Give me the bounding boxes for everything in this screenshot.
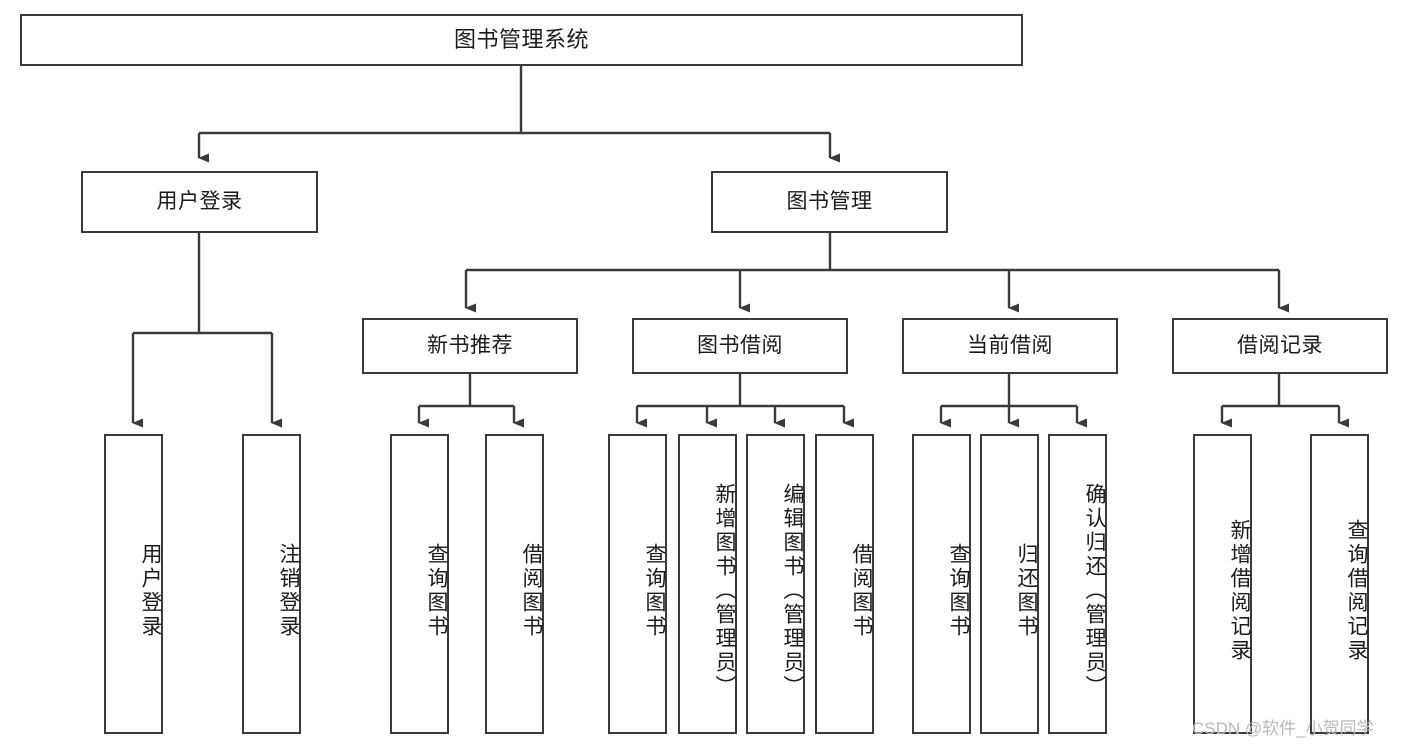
- node-label: 图书管理系统: [453, 26, 589, 52]
- node-label: 借阅图书: [850, 543, 873, 639]
- leaf-records-query-record[interactable]: 查询借阅记录: [1310, 434, 1369, 734]
- node-book-borrow[interactable]: 图书借阅: [632, 318, 848, 374]
- node-label: 新增图书（管理员）: [713, 483, 736, 699]
- leaf-borrow-query-book[interactable]: 查询图书: [608, 434, 667, 734]
- node-new-book-recommend[interactable]: 新书推荐: [362, 318, 578, 374]
- leaf-current-return-book[interactable]: 归还图书: [980, 434, 1039, 734]
- leaf-recommend-borrow-book[interactable]: 借阅图书: [485, 434, 544, 734]
- node-label: 查询图书: [643, 543, 666, 639]
- leaf-borrow-borrow-book[interactable]: 借阅图书: [815, 434, 874, 734]
- node-label: 借阅图书: [520, 543, 543, 639]
- node-label: 查询借阅记录: [1345, 519, 1368, 663]
- node-label: 用户登录: [139, 543, 162, 639]
- node-label: 查询图书: [425, 543, 448, 639]
- leaf-logout[interactable]: 注销登录: [242, 434, 301, 734]
- node-label: 编辑图书（管理员）: [781, 483, 804, 699]
- watermark-text: CSDN @软件_小贺同学: [1192, 719, 1374, 738]
- leaf-records-add-record[interactable]: 新增借阅记录: [1193, 434, 1252, 734]
- node-current-borrow[interactable]: 当前借阅: [902, 318, 1118, 374]
- node-book-management[interactable]: 图书管理: [711, 171, 948, 233]
- node-label: 查询图书: [947, 543, 970, 639]
- node-label: 借阅记录: [1237, 334, 1323, 358]
- leaf-recommend-query-book[interactable]: 查询图书: [390, 434, 449, 734]
- node-user-login[interactable]: 用户登录: [81, 171, 318, 233]
- node-label: 图书借阅: [697, 334, 783, 358]
- node-label: 确认归还（管理员）: [1083, 483, 1106, 699]
- node-label: 注销登录: [277, 543, 300, 639]
- node-label: 当前借阅: [967, 334, 1053, 358]
- leaf-borrow-edit-book-admin[interactable]: 编辑图书（管理员）: [746, 434, 805, 734]
- leaf-current-confirm-return-admin[interactable]: 确认归还（管理员）: [1048, 434, 1107, 734]
- node-label: 新书推荐: [427, 334, 513, 358]
- leaf-borrow-add-book-admin[interactable]: 新增图书（管理员）: [678, 434, 737, 734]
- node-label: 图书管理: [786, 190, 873, 214]
- node-root-system[interactable]: 图书管理系统: [20, 14, 1023, 66]
- node-label: 用户登录: [156, 190, 243, 214]
- node-label: 新增借阅记录: [1228, 519, 1251, 663]
- node-label: 归还图书: [1015, 543, 1038, 639]
- node-borrow-records[interactable]: 借阅记录: [1172, 318, 1388, 374]
- leaf-user-login[interactable]: 用户登录: [104, 434, 163, 734]
- leaf-current-query-book[interactable]: 查询图书: [912, 434, 971, 734]
